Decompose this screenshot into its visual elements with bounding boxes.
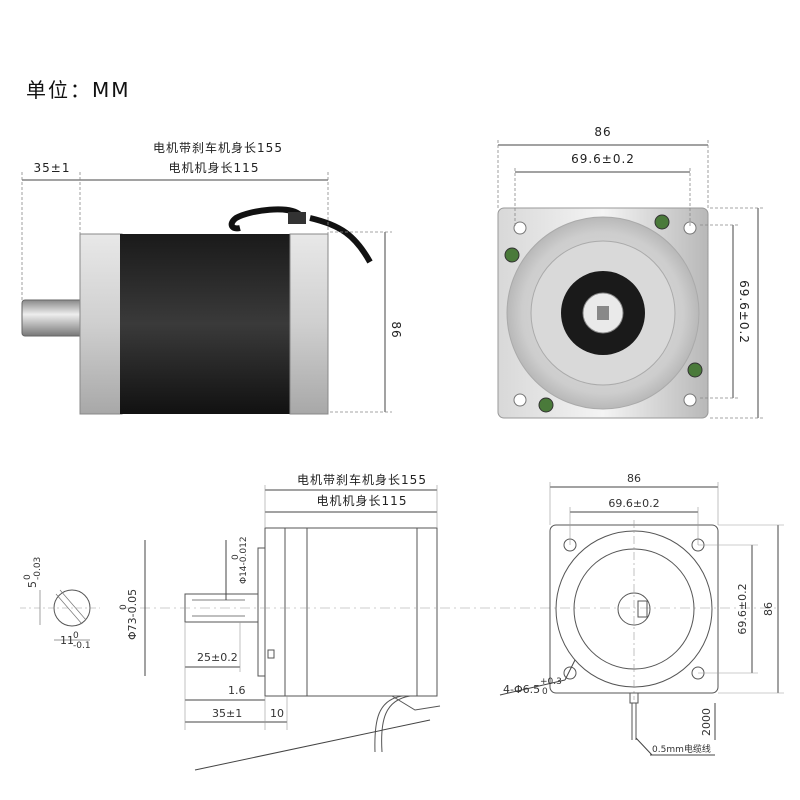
drawing-shaft-dia-tol-top: 0 [231,554,241,560]
photo-screw [687,362,703,378]
drawing-cable-label: 0.5mm电缆线 [652,743,711,755]
drawing-cable-len-label: 2000 [700,708,713,736]
drawing-front-hole-v-label: 69.6±0.2 [736,583,749,634]
photo-cable [228,206,303,232]
photo-front-view: 86 69.6±0.2 69.6±0.2 [497,125,765,419]
photo-hole-bl [513,393,527,407]
drawing-front-view [499,482,784,756]
drawing-flat-tol-top: 0 [23,574,33,580]
drawing-shaft-circle [617,592,651,626]
drawing-holes-label: 4-Φ6.5 [503,683,540,696]
drawing-hole [563,666,577,680]
drawing-shaft-dia-label: Φ14-0.012 [239,536,249,584]
drawing-flat-label: 5 [26,581,39,588]
photo-cable-tail [309,215,373,264]
drawing-rear-cap [416,527,438,697]
drawing-front-height-label: 86 [762,602,775,616]
photo-front-flange [79,233,123,415]
drawing-boss-dia-tol-top: 0 [119,604,129,610]
drawing-boss-dia-label: Φ73-0.05 [126,589,139,640]
drawing-holes-tol-bottom: 0 [542,687,548,697]
photo-shaft [21,299,85,337]
drawing-boss [257,547,266,677]
cable-gland [288,212,306,224]
drawing-flat-len-label: 25±0.2 [197,651,238,664]
drawing-flange-label: 1.6 [228,684,246,697]
drawing-shaft-len-label: 35±1 [212,707,242,720]
drawing-side-view [20,485,780,771]
photo-motor-body [120,234,292,414]
photo-screw [538,397,554,413]
photo-hole-tr [683,221,697,235]
photo-front-hole-v-label: 69.6±0.2 [737,280,751,344]
photo-side-view: 电机带刹车机身长155 电机机身长115 35±1 86 [21,140,403,415]
photo-length-label: 电机机身长115 [169,160,260,175]
photo-screw [654,214,670,230]
drawing-flat-tol: -0.03 [33,557,43,580]
photo-hole-br [683,393,697,407]
drawing-flange-step [284,527,308,697]
unit-label: 单位：MM [26,78,131,102]
photo-front-width-label: 86 [594,125,611,139]
photo-hole-tl [513,221,527,235]
drawing-holes-tol: +0.3 [540,677,562,687]
photo-rear-cap [289,233,329,415]
photo-shaft-key [597,306,609,320]
photo-front-hole-h-label: 69.6±0.2 [571,152,635,166]
drawing-shaft-key [637,600,648,618]
drawing-key-tol: -0.1 [73,641,91,651]
drawing-motor-body [306,527,418,697]
drawing-key-label: 11 [60,634,74,647]
drawing-front-labels: 86 69.6±0.2 69.6±0.2 86 4-Φ6.5 +0.3 0 20… [503,472,775,755]
drawing-length-brake-label: 电机带刹车机身长155 [297,472,427,487]
photo-length-brake-label: 电机带刹车机身长155 [153,140,283,155]
photo-screw [504,247,520,263]
drawing-key-tol-top: 0 [73,631,79,641]
drawing-flange-thk-label: 10 [270,707,284,720]
drawing-front-width-label: 86 [627,472,641,485]
drawing-set-screw [267,649,275,659]
drawing-cable-exit [629,692,639,704]
drawing-front-hole-h-label: 69.6±0.2 [608,497,659,510]
drawing-length-label: 电机机身长115 [317,493,408,508]
photo-shaft-label: 35±1 [34,161,71,175]
drawing-front-flange [264,527,286,697]
photo-height-label: 86 [389,321,403,338]
drawing-side-labels: 电机带刹车机身长155 电机机身长115 5 0 -0.03 11 0 -0.1… [23,472,427,720]
